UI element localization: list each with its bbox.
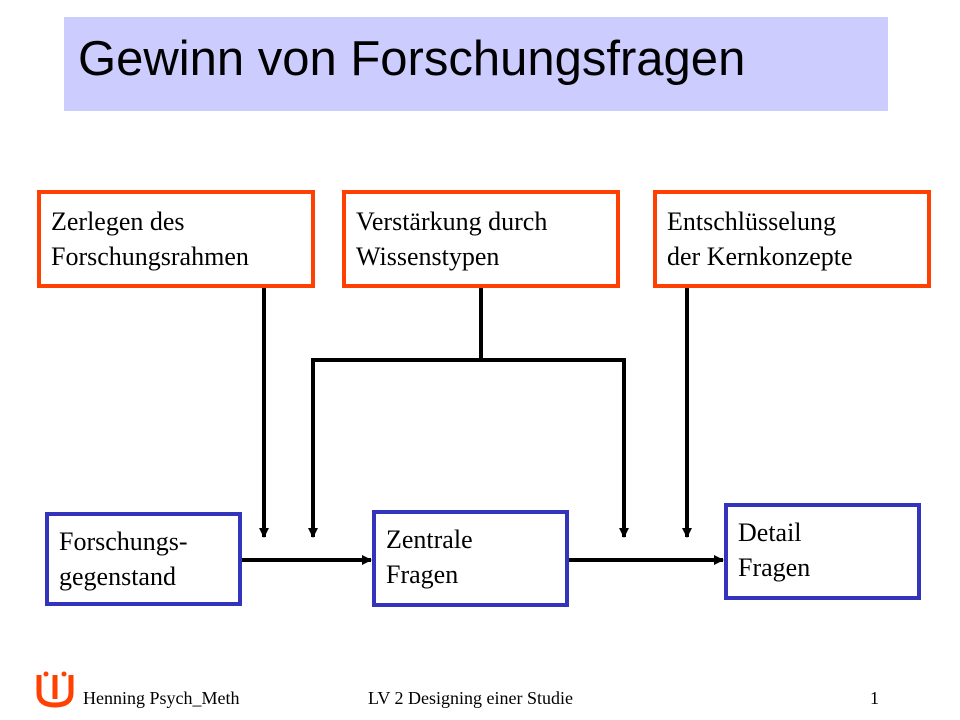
source-box-line2: Forschungsrahmen bbox=[51, 242, 249, 271]
source-box-line2: Wissenstypen bbox=[356, 242, 500, 271]
source-box-line2: der Kernkonzepte bbox=[667, 242, 853, 271]
target-box-zentrale-fragen: Zentrale Fragen bbox=[372, 510, 569, 607]
target-box-forschungsgegenstand: Forschungs- gegenstand bbox=[45, 512, 242, 606]
source-box-entschluesselung: Entschlüsselung der Kernkonzepte bbox=[653, 190, 931, 288]
footer-page-number: 1 bbox=[870, 688, 879, 708]
footer-author: Henning Psych_Meth bbox=[83, 688, 240, 708]
target-box-detail-fragen: Detail Fragen bbox=[724, 503, 921, 600]
source-box-zerlegen: Zerlegen des Forschungsrahmen bbox=[37, 190, 315, 288]
source-box-verstaerkung: Verstärkung durch Wissenstypen bbox=[342, 190, 620, 288]
title-banner: Gewinn von Forschungsfragen bbox=[64, 17, 888, 111]
target-box-line2: Fragen bbox=[738, 553, 811, 582]
source-box-line1: Zerlegen des bbox=[51, 207, 185, 236]
footer-course: LV 2 Designing einer Studie bbox=[368, 688, 573, 708]
slide-title: Gewinn von Forschungsfragen bbox=[78, 32, 746, 86]
source-box-line1: Verstärkung durch bbox=[356, 207, 548, 236]
source-box-line1: Entschlüsselung bbox=[667, 207, 836, 236]
target-box-line2: gegenstand bbox=[59, 562, 176, 591]
target-box-line1: Forschungs- bbox=[59, 527, 188, 556]
university-logo-icon bbox=[36, 671, 74, 708]
target-box-line1: Detail bbox=[738, 518, 802, 547]
target-box-line1: Zentrale bbox=[386, 525, 473, 554]
target-box-line2: Fragen bbox=[386, 560, 459, 589]
